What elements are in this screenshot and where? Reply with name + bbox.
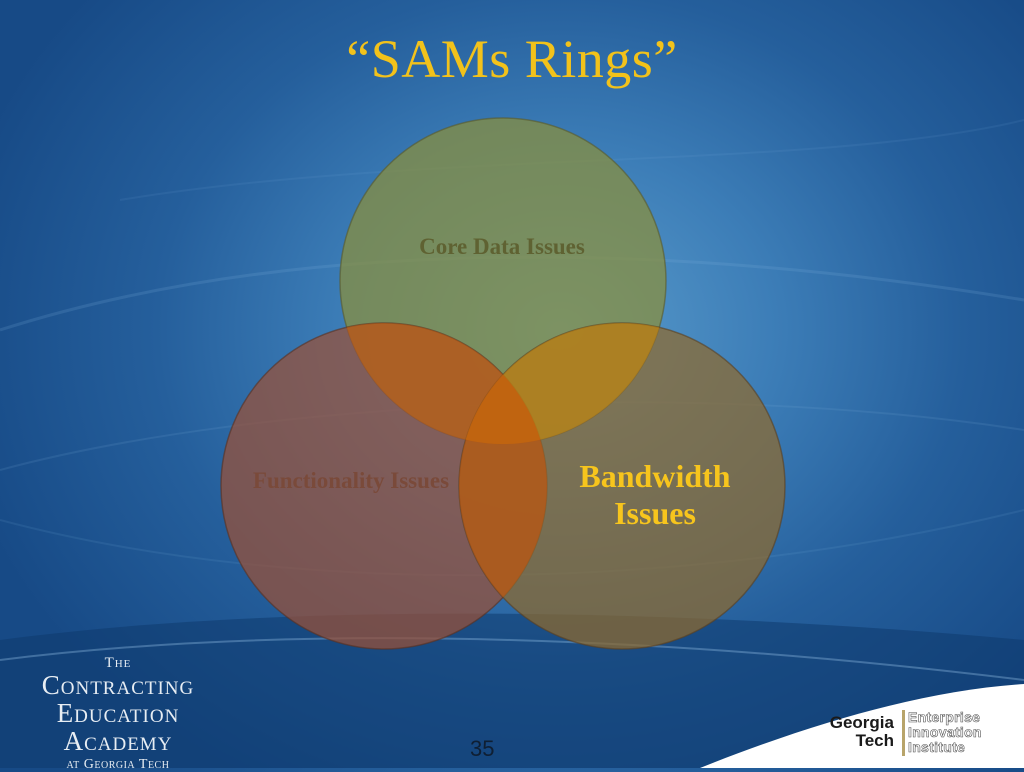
logo-academy: Academy bbox=[63, 726, 173, 756]
contracting-education-academy-logo: The Contracting Education Academy at Geo… bbox=[18, 656, 218, 772]
logo-at-georgia-tech: at Georgia Tech bbox=[66, 757, 170, 772]
overlap-core-func bbox=[340, 323, 547, 444]
georgia-tech-eii-logo: Georgia Tech Enterprise Innovation Insti… bbox=[808, 708, 1008, 758]
ring-label-functionality: Functionality Issues bbox=[252, 468, 450, 493]
gt-enterprise: Enterprise bbox=[908, 709, 981, 725]
gt-tech: Tech bbox=[855, 731, 894, 750]
gt-innovation: Innovation bbox=[908, 724, 982, 740]
logo-education: Education bbox=[56, 698, 180, 728]
logo-contracting: Contracting bbox=[41, 670, 195, 700]
gt-divider bbox=[902, 710, 905, 756]
gt-institute: Institute bbox=[908, 739, 966, 755]
gt-georgia: Georgia bbox=[829, 713, 894, 732]
ring-label-bandwidth: Bandwidth Issues bbox=[579, 458, 731, 531]
slide-title: “SAMs Rings” bbox=[346, 29, 678, 89]
logo-the: The bbox=[104, 655, 132, 671]
ring-label-core-data: Core Data Issues bbox=[419, 234, 585, 259]
overlap-core-band bbox=[459, 323, 666, 444]
page-number: 35 bbox=[470, 736, 495, 761]
